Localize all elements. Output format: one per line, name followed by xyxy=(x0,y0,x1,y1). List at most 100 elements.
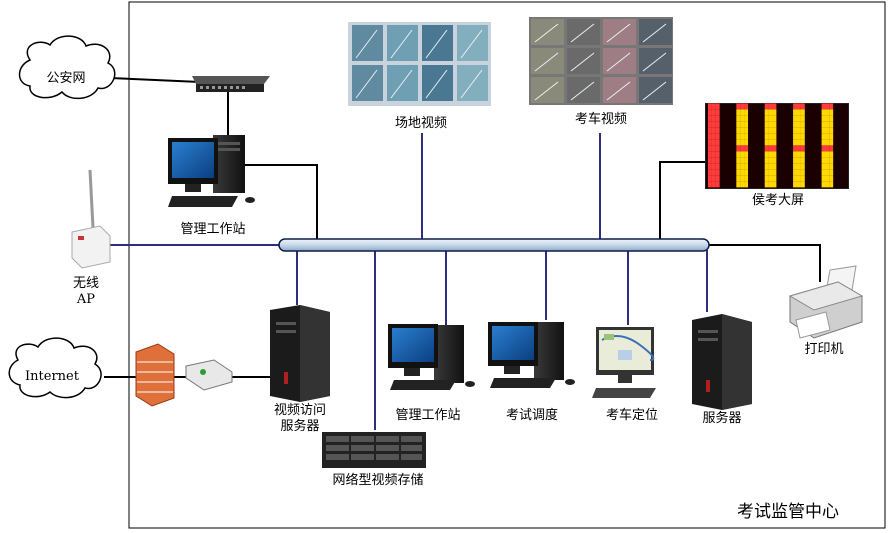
firewall-icon xyxy=(135,343,175,407)
board-cell: ███ xyxy=(736,146,748,152)
storage-label: 网络型视频存储 xyxy=(332,473,424,488)
internet-cloud-icon xyxy=(8,337,102,399)
board-row: ███████████████ xyxy=(706,146,848,152)
wireless-ap-icon xyxy=(71,169,111,269)
venue-video-thumb-lane xyxy=(390,29,413,59)
board-row: ███ ███ ███ ███ ███ xyxy=(706,176,848,182)
board-cell: ███ xyxy=(793,116,805,122)
board-cell: ███ xyxy=(821,128,834,134)
board-cell: ███ xyxy=(708,182,720,188)
board-cell: ███ xyxy=(736,152,748,158)
internet-label: Internet xyxy=(25,369,79,384)
board-cell: ███ xyxy=(736,128,748,134)
board-row: ███ ███ ███ ███ ███ xyxy=(706,158,848,164)
board-cell: ███ xyxy=(708,110,720,116)
board-row: ███████████████ xyxy=(706,170,848,176)
board-cell: ███ xyxy=(764,110,777,116)
car-video-thumb-lane xyxy=(606,81,631,101)
venue-video-thumb-lane xyxy=(460,69,483,99)
police-cloud-icon xyxy=(18,35,116,100)
board-cell: ███ xyxy=(793,158,805,164)
board-row: ███ ███ ███ ███ ███ xyxy=(706,122,848,128)
workstation-top-icon xyxy=(168,135,255,207)
board-cell: ███ xyxy=(821,176,834,182)
car-video-thumb-lane xyxy=(642,81,667,101)
board-cell: ███ xyxy=(764,158,777,164)
board-cell: ███ xyxy=(764,140,777,146)
board-cell: ███ xyxy=(736,140,748,146)
board-cell: ███ xyxy=(793,182,805,188)
venue-video-thumb-lane xyxy=(355,29,378,59)
network-bus xyxy=(278,238,710,252)
board-cell: ███ xyxy=(793,152,805,158)
bus-drops xyxy=(107,133,708,430)
venue-video-thumb-lane xyxy=(425,29,448,59)
venue-video-thumb-lane xyxy=(425,69,448,99)
wait-screen-label: 侯考大屏 xyxy=(751,193,804,208)
board-cell: ███ xyxy=(793,134,805,140)
board-cell: ███ xyxy=(764,134,777,140)
board-cell: ███ xyxy=(736,182,748,188)
board-cell: ███ xyxy=(793,164,805,170)
board-cell: ███ xyxy=(821,170,834,176)
board-cell: ███ xyxy=(708,122,720,128)
board-cell: ███ xyxy=(708,134,720,140)
board-cell: ███ xyxy=(764,176,777,182)
venue-video-thumb-lane xyxy=(460,29,483,59)
workstation-bottom-icon xyxy=(388,324,475,390)
board-cell: ███ xyxy=(764,182,777,188)
board-cell: ███ xyxy=(793,176,805,182)
venue-video-label: 场地视频 xyxy=(394,116,447,131)
printer-icon xyxy=(788,265,864,339)
waiting-screen-board: ████████████████████████████████████████… xyxy=(705,103,849,189)
board-row: ███ ███ ███ ███ ███ xyxy=(706,152,848,158)
board-cell: ███ xyxy=(764,146,777,152)
board-cell: ███ xyxy=(708,116,720,122)
board-cell: ███ xyxy=(793,128,805,134)
board-cell: ███ xyxy=(736,104,748,110)
board-cell: ███ xyxy=(821,134,834,140)
board-cell: ███ xyxy=(708,152,720,158)
car-video-thumb-lane xyxy=(642,52,667,72)
board-cell: ███ xyxy=(821,146,834,152)
server-icon xyxy=(692,314,752,410)
board-cell: ███ xyxy=(764,122,777,128)
board-cell: ███ xyxy=(708,158,720,164)
car-video-thumb-lane xyxy=(534,81,559,101)
board-cell: ███ xyxy=(736,110,748,116)
police-network-label: 公安网 xyxy=(46,71,86,86)
workstation-top-label: 管理工作站 xyxy=(180,222,246,237)
board-cell: ███ xyxy=(736,176,748,182)
board-cell: ███ xyxy=(764,116,777,122)
storage-icon xyxy=(322,432,426,468)
board-cell: ███ xyxy=(764,152,777,158)
board-cell: ███ xyxy=(736,158,748,164)
car-video-thumb-lane xyxy=(570,52,595,72)
board-cell: ███ xyxy=(821,182,834,188)
board-cell: ███ xyxy=(793,122,805,128)
board-row: ███ ███ ███ ███ ███ xyxy=(706,182,848,188)
board-cell: ███ xyxy=(708,128,720,134)
board-row: ███ ███ ███ ███ ███ xyxy=(706,128,848,134)
board-cell: ███ xyxy=(708,170,720,176)
car-video-thumb-lane xyxy=(606,23,631,43)
switch-icon xyxy=(192,76,270,92)
video-access-server-icon xyxy=(270,305,330,402)
printer-label: 打印机 xyxy=(804,342,844,357)
dispatch-workstation-icon xyxy=(488,322,575,388)
car-video-thumb-lane xyxy=(642,23,667,43)
board-cell: ███ xyxy=(821,152,834,158)
board-cell: ███ xyxy=(708,146,720,152)
board-cell: ███ xyxy=(821,158,834,164)
board-cell: ███ xyxy=(764,104,777,110)
board-cell: ███ xyxy=(821,122,834,128)
board-cell: ███ xyxy=(736,122,748,128)
board-row: ███████████████ xyxy=(706,104,848,110)
car-video-thumb-lane xyxy=(534,52,559,72)
board-cell: ███ xyxy=(764,128,777,134)
board-cell: ███ xyxy=(793,140,805,146)
board-cell: ███ xyxy=(821,164,834,170)
board-cell: ███ xyxy=(708,176,720,182)
